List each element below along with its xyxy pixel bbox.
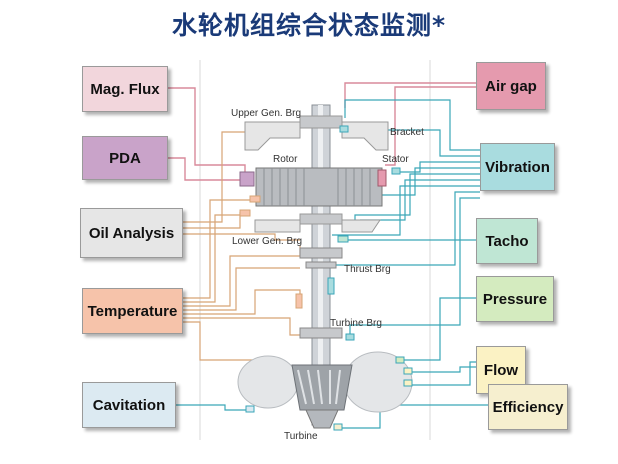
mag-flux-box: Mag. Flux: [82, 66, 168, 112]
page-title: 水轮机组综合状态监测*: [171, 11, 447, 40]
pressure-box: Pressure: [476, 276, 554, 322]
tacho-box: Tacho: [476, 218, 538, 264]
upper-gen-brg-label: Upper Gen. Brg: [231, 108, 302, 119]
thrust-brg-label: Thrust Brg: [344, 264, 391, 275]
lower-gen-brg-label: Lower Gen. Brg: [232, 236, 303, 247]
lower-bracket: [254, 213, 381, 233]
air-gap-box: Air gap: [476, 62, 546, 110]
bracket-label: Bracket: [390, 127, 424, 138]
temperature-box: Temperature: [82, 288, 183, 334]
cavitation-box: Cavitation: [82, 382, 176, 428]
sensor-nubs: [239, 125, 413, 431]
wires-tan: [183, 131, 305, 361]
pda-box: PDA: [82, 136, 168, 180]
turbine-label: Turbine: [284, 431, 318, 442]
wires-teal: [176, 99, 488, 429]
rotor-label: Rotor: [273, 154, 298, 165]
thrust-bearing: [299, 247, 343, 269]
upper-bracket: [244, 115, 389, 151]
efficiency-box: Efficiency: [488, 384, 568, 430]
turbine-brg-label: Turbine Brg: [330, 318, 382, 329]
vibration-box: Vibration: [480, 143, 555, 191]
oil-analysis-box: Oil Analysis: [80, 208, 183, 258]
frame-lines: [199, 60, 431, 440]
rotor: [239, 167, 387, 207]
turbine-runner: [237, 351, 413, 429]
stator-label: Stator: [382, 154, 409, 165]
turbine-bearing: [299, 327, 343, 339]
